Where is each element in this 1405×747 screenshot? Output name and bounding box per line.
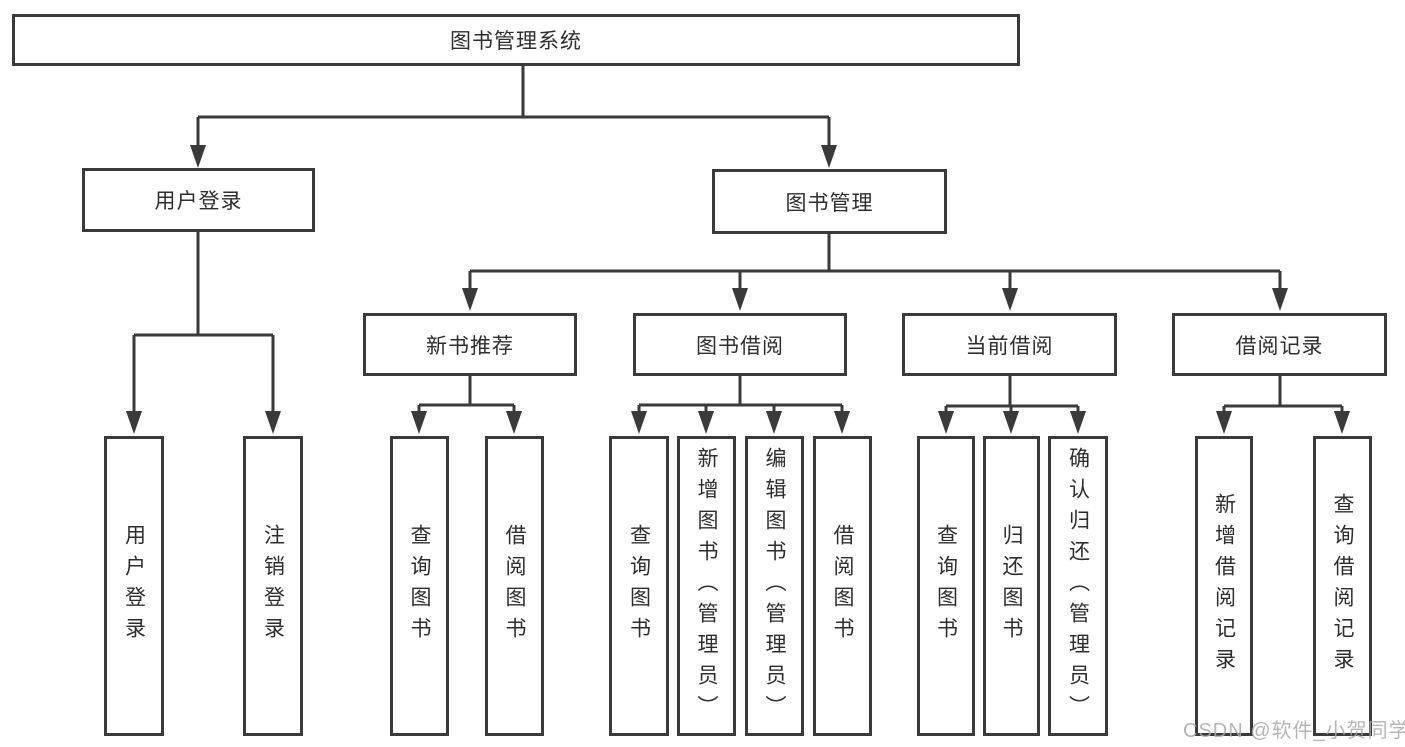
node-label: 新增图书（管理员） — [695, 446, 719, 726]
node-label: 查询借阅记录 — [1331, 493, 1355, 679]
node-label: 图书管理 — [785, 191, 874, 215]
node-new-book-recommendation: 新书推荐 — [363, 313, 577, 376]
node-label: 当前借阅 — [965, 334, 1054, 358]
node-label: 编辑图书（管理员） — [763, 446, 787, 726]
node-user-login: 用户登录 — [82, 168, 315, 232]
leaf-edit-book-admin: 编辑图书（管理员） — [745, 436, 804, 736]
csdn-watermark: CSDN @软件_小贺同学 — [1183, 720, 1405, 742]
leaf-query-books-current: 查询图书 — [917, 436, 975, 736]
node-label: 确认归还（管理员） — [1066, 446, 1090, 726]
node-label: 图书借阅 — [696, 334, 784, 358]
node-book-management: 图书管理 — [712, 169, 947, 234]
node-label: 归还图书 — [1000, 524, 1024, 648]
node-label: 借阅记录 — [1235, 334, 1324, 358]
node-label: 用户登录 — [122, 524, 146, 648]
node-label: 注销登录 — [261, 524, 285, 648]
leaf-query-borrow-record: 查询借阅记录 — [1313, 436, 1372, 736]
leaf-return-books: 归还图书 — [983, 436, 1040, 736]
node-label: 查询图书 — [627, 524, 651, 648]
node-label: 图书管理系统 — [450, 30, 582, 53]
node-label: 新书推荐 — [426, 334, 514, 358]
leaf-add-book-admin: 新增图书（管理员） — [677, 436, 736, 736]
node-book-borrowing: 图书借阅 — [633, 313, 847, 376]
leaf-borrow-books-recommend: 借阅图书 — [485, 436, 544, 736]
node-borrowing-records: 借阅记录 — [1172, 313, 1387, 376]
node-current-borrowing: 当前借阅 — [902, 313, 1117, 376]
node-label: 查询图书 — [408, 524, 432, 648]
node-label: 用户登录 — [154, 190, 243, 213]
leaf-add-borrow-record: 新增借阅记录 — [1195, 436, 1253, 736]
leaf-confirm-return-admin: 确认归还（管理员） — [1048, 436, 1108, 736]
leaf-borrow-books-borrowing: 借阅图书 — [813, 436, 872, 736]
node-label: 新增借阅记录 — [1212, 493, 1236, 679]
node-label: 查询图书 — [934, 524, 958, 648]
node-library-management-system: 图书管理系统 — [12, 14, 1020, 66]
leaf-logout: 注销登录 — [243, 436, 303, 736]
leaf-query-books-borrowing: 查询图书 — [609, 436, 669, 736]
node-label: 借阅图书 — [831, 524, 855, 648]
node-label: 借阅图书 — [503, 524, 527, 648]
leaf-query-books-recommend: 查询图书 — [390, 436, 449, 736]
leaf-user-login: 用户登录 — [104, 436, 164, 736]
